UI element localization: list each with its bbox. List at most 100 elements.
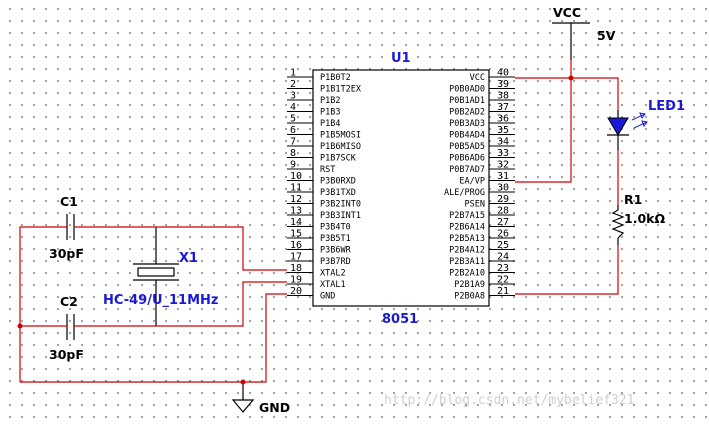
pin-number: 33 xyxy=(497,148,509,159)
pin-label: P2B3A11 xyxy=(449,257,485,267)
pin-label: P0B6AD6 xyxy=(449,154,485,164)
pin-label: XTAL2 xyxy=(320,269,346,279)
chip-pin-38[interactable]: 38 P0B1AD1 xyxy=(449,91,515,107)
pin-label: GND xyxy=(320,292,335,302)
pin-number: 29 xyxy=(497,194,509,205)
pin-label: P3B2INT0 xyxy=(320,200,361,210)
pin-label: VCC xyxy=(470,73,485,83)
pin-label: P0B5AD5 xyxy=(449,142,485,152)
pin-number: 24 xyxy=(497,252,509,263)
c1-value-label: 30pF xyxy=(49,246,84,261)
pin-label: P0B3AD3 xyxy=(449,119,485,129)
pin-label: P1B1T2EX xyxy=(320,85,362,95)
pin-label: P0B1AD1 xyxy=(449,96,485,106)
pin-label: P3B1TXD xyxy=(320,188,356,198)
pin-number: 15 xyxy=(290,229,302,240)
pin-number: 26 xyxy=(497,229,509,240)
led-led1[interactable] xyxy=(607,112,648,136)
pin-number: 27 xyxy=(497,217,509,228)
capacitor-c2[interactable] xyxy=(66,314,75,340)
pin-number: 37 xyxy=(497,102,509,113)
vcc-symbol[interactable] xyxy=(552,22,590,60)
ground-symbol[interactable] xyxy=(231,399,255,413)
pin-label: P2B2A10 xyxy=(449,269,485,279)
pin-label: P1B2 xyxy=(320,96,340,106)
vcc-value-label: 5V xyxy=(597,28,616,43)
r1-ref-label: R1 xyxy=(624,192,642,207)
chip-ref-label: U1 xyxy=(391,51,411,66)
pin-label: XTAL1 xyxy=(320,280,346,290)
pin-number: 31 xyxy=(497,171,509,182)
pin-label: P1B5MOSI xyxy=(320,131,361,141)
r1-value-label: 1.0kΩ xyxy=(624,211,665,226)
led-ref-label: LED1 xyxy=(648,99,685,114)
chip-pin-26[interactable]: 26 P2B5A13 xyxy=(449,229,515,245)
pin-label: P2B1A9 xyxy=(454,280,485,290)
chip-pin-13[interactable]: 13 P3B3INT1 xyxy=(287,206,361,222)
pin-label: P3B5T1 xyxy=(320,234,351,244)
resistor-r1[interactable] xyxy=(611,209,625,239)
chip-pin-40[interactable]: 40 VCC xyxy=(470,68,515,84)
pin-number: 40 xyxy=(497,68,509,79)
pin-label: P2B5A13 xyxy=(449,234,485,244)
chip-pin-3[interactable]: 3 P1B2 xyxy=(287,91,340,107)
pin-number: 2 xyxy=(290,79,296,90)
pin-label: P1B3 xyxy=(320,108,340,118)
chip-pin-9[interactable]: 9 RST xyxy=(287,160,335,176)
pin-label: P2B0A8 xyxy=(454,292,485,302)
crystal-wiring xyxy=(17,226,287,400)
pin-label: P3B0RXD xyxy=(320,177,356,187)
pin-number: 14 xyxy=(290,217,302,228)
pin-number: 4 xyxy=(290,102,296,113)
chip-pin-24[interactable]: 24 P2B3A11 xyxy=(449,252,515,268)
pin-number: 9 xyxy=(290,160,296,171)
crystal-x1[interactable] xyxy=(133,227,179,326)
capacitor-c1[interactable] xyxy=(66,214,75,240)
pin-label: RST xyxy=(320,165,335,175)
pin-label: P1B4 xyxy=(320,119,340,129)
chip-pin-15[interactable]: 15 P3B5T1 xyxy=(287,229,351,245)
pin-label: P0B2AD2 xyxy=(449,108,485,118)
pin-number: 38 xyxy=(497,91,509,102)
pin-number: 3 xyxy=(290,91,296,102)
chip-body[interactable] xyxy=(312,69,490,307)
pin-label: P0B4AD4 xyxy=(449,131,485,141)
pin-number: 13 xyxy=(290,206,302,217)
pin-label: P3B3INT1 xyxy=(320,211,361,221)
x1-value-label: HC-49/U_11MHz xyxy=(103,293,218,308)
